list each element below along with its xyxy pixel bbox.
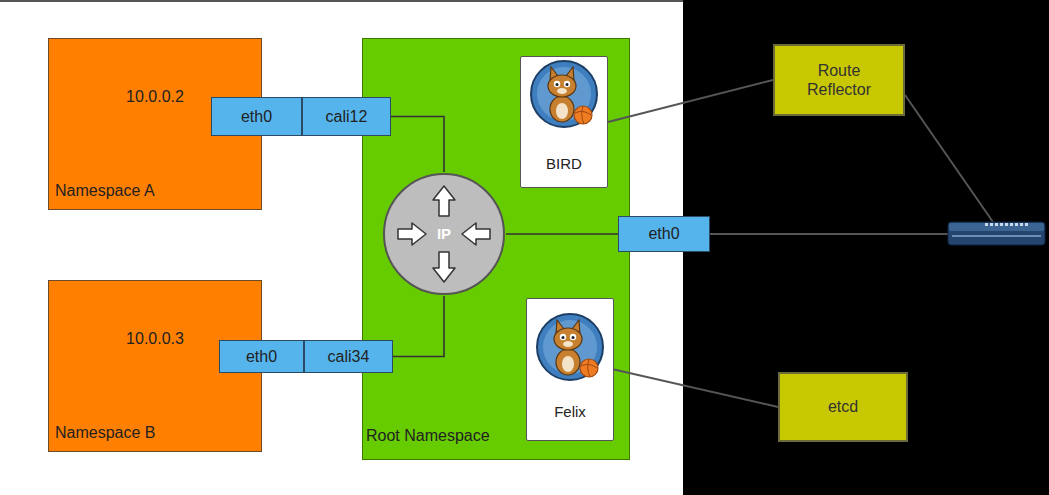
connector-line: [391, 117, 444, 173]
interface-box: cali12: [302, 97, 391, 136]
node-label: eth0: [241, 107, 272, 126]
interface-box: eth0: [211, 97, 302, 136]
interface-box: eth0: [618, 216, 710, 252]
node-label: IP: [437, 225, 451, 243]
node-caption: Namespace B: [55, 423, 156, 442]
ip-router-circle: IP: [382, 172, 506, 296]
service-box: etcd: [778, 372, 908, 442]
reflector-wire: [905, 95, 993, 222]
node-label: 10.0.0.2: [126, 87, 184, 106]
white-panel: [0, 0, 683, 495]
node-label: BIRD: [546, 155, 582, 173]
cat-logo: [537, 314, 603, 380]
connector-line: [608, 80, 773, 122]
interface-box: eth0: [219, 340, 304, 373]
node-label: eth0: [648, 224, 679, 243]
node-label: Felix: [554, 403, 586, 421]
network-switch: [948, 222, 1045, 245]
connector-line: [506, 233, 618, 235]
connector-line: [393, 296, 444, 357]
cat-logo-icon: [535, 312, 605, 382]
node-label: etcd: [828, 397, 858, 416]
node-label: Root Namespace: [366, 426, 490, 445]
black-panel: [683, 0, 1049, 495]
daemon-box: BIRD: [520, 56, 608, 188]
node-label: 10.0.0.3: [126, 329, 184, 348]
node-label: eth0: [246, 347, 277, 366]
interface-box: cali34: [304, 340, 393, 373]
panel-top-border: [0, 0, 683, 2]
service-box: Route Reflector: [773, 44, 905, 116]
node-label: cali34: [328, 347, 370, 366]
node-label: cali12: [326, 107, 368, 126]
connector-line: [614, 370, 778, 408]
root-namespace-box: Root Namespace BIRD IP Felix: [362, 38, 630, 460]
uplink-wire: [710, 233, 948, 235]
cat-logo-icon: [529, 59, 599, 129]
node-label: Route Reflector: [794, 61, 884, 99]
router-arrows: [384, 174, 504, 294]
daemon-box: Felix: [526, 298, 614, 441]
cat-logo: [531, 61, 597, 127]
node-caption: Namespace A: [55, 181, 155, 200]
